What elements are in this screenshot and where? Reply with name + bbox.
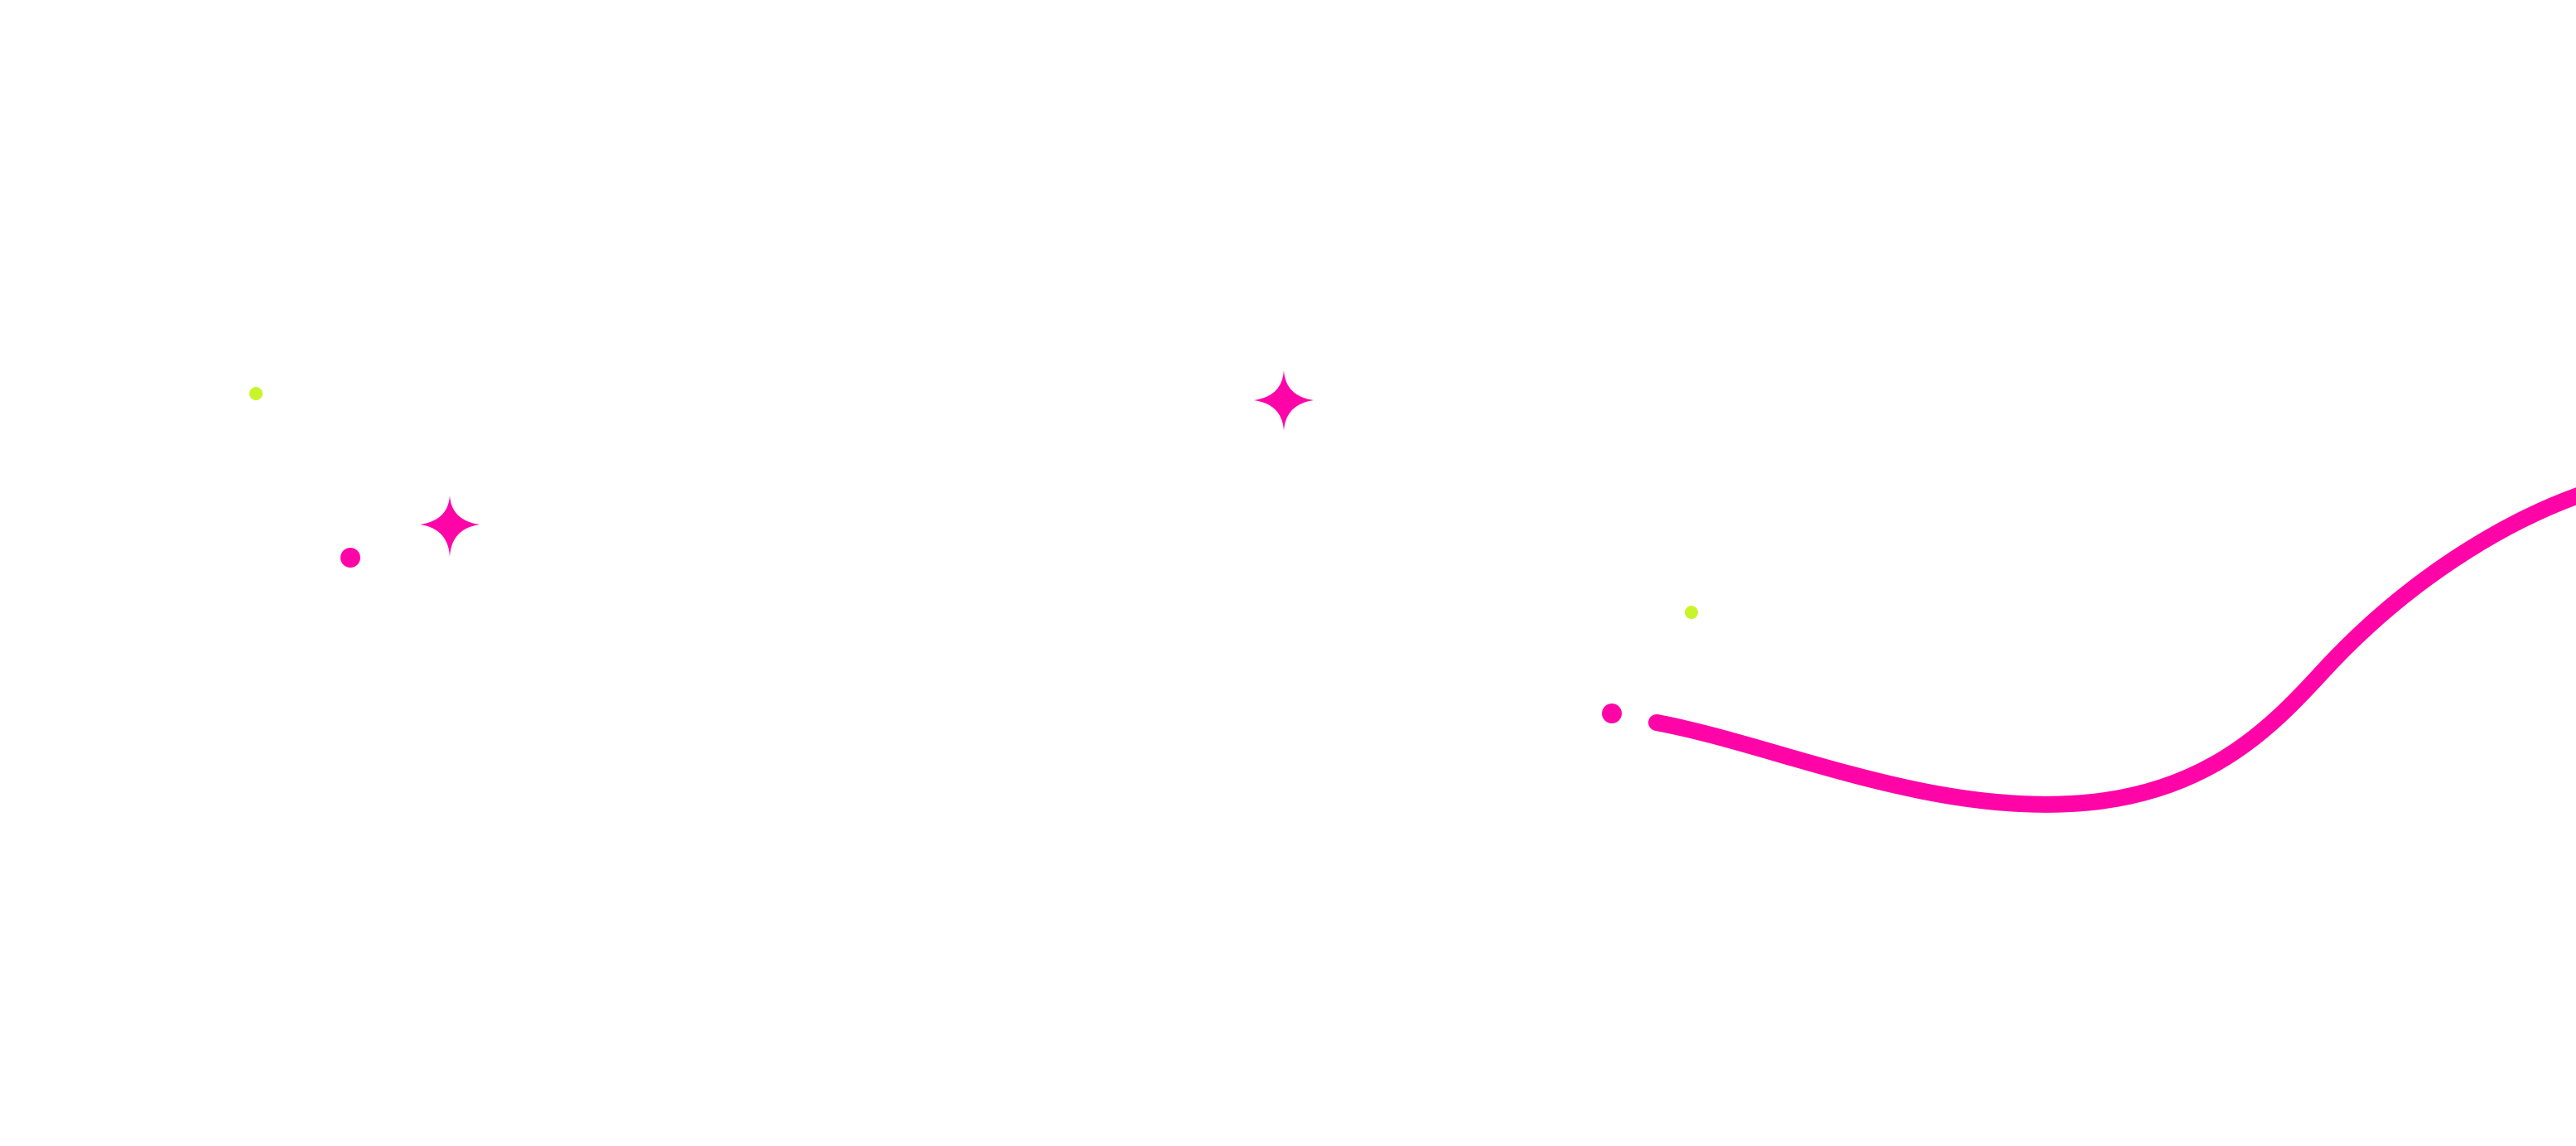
sparkle-icon [1254, 370, 1314, 431]
lime-dot-icon [1685, 606, 1698, 619]
pink-dot-icon [340, 548, 360, 568]
sparkle-icon [420, 496, 480, 557]
pink-dot-icon [1602, 704, 1622, 723]
swoosh-curve-icon [1648, 487, 2576, 813]
lime-dot-icon [249, 387, 263, 400]
